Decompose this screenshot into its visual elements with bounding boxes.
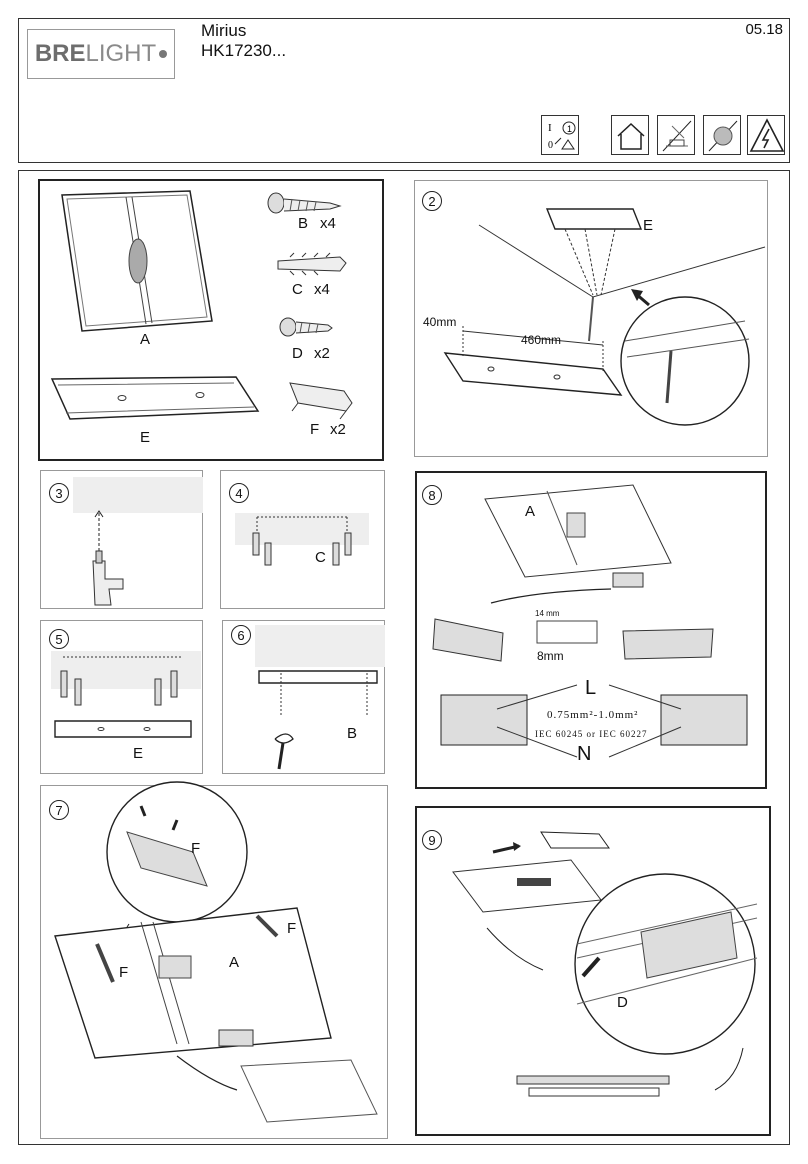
label-e: E [133, 745, 144, 762]
step-2-number: 2 [422, 191, 442, 211]
qty-f: x2 [330, 421, 346, 438]
step-8-number: 8 [422, 485, 442, 505]
step-6-number: 6 [231, 625, 251, 645]
label-f: F [191, 840, 201, 857]
indoor-use-icon [611, 115, 649, 155]
label-f: F [287, 920, 297, 937]
logo-light: LIGHT [85, 40, 157, 67]
live-wire-label: L [585, 677, 597, 699]
label-a: A [229, 954, 240, 971]
dimension-8mm: 8mm [537, 649, 564, 663]
label-a: A [140, 331, 151, 348]
product-code: HK17230... [201, 41, 287, 60]
step-2-panel: 2 E 40mm 460mm [414, 180, 768, 457]
qty-b: x4 [320, 215, 336, 232]
label-b: B [347, 725, 358, 742]
screw-d-illustration [279, 317, 333, 337]
svg-text:0: 0 [548, 140, 553, 151]
step-3-panel: 3 [40, 470, 203, 609]
panel-a-illustration [61, 190, 213, 332]
qty-d: x2 [314, 345, 330, 362]
document-date: 05.18 [745, 21, 783, 38]
neutral-wire-label: N [577, 743, 592, 765]
svg-text:I: I [548, 122, 552, 134]
svg-text:1: 1 [567, 124, 572, 134]
label-a: A [525, 503, 536, 520]
do-not-cover-icon [703, 115, 741, 155]
label-d: D [292, 345, 303, 362]
step-5-panel: 5 E [40, 620, 203, 774]
step-3-number: 3 [49, 483, 69, 503]
screw-b-illustration [267, 192, 342, 214]
step-8-panel: 8 A 14 mm 8mm L 0.75mm²-1.0mm² IEC 60245… [415, 471, 767, 789]
qty-c: x4 [314, 281, 330, 298]
not-for-insulated-ceiling-icon [657, 115, 695, 155]
step-7-number: 7 [49, 800, 69, 820]
label-f: F [310, 421, 320, 438]
dimension-460mm: 460mm [521, 333, 562, 347]
electric-shock-warning-icon [747, 115, 785, 155]
step-9-number: 9 [422, 830, 442, 850]
label-b: B [298, 215, 309, 232]
class-ii-icon: I 0 1 [541, 115, 579, 155]
product-name: Mirius [201, 21, 247, 40]
label-f: F [119, 964, 129, 981]
label-e: E [643, 217, 654, 234]
step-9-panel: 9 D [415, 806, 771, 1136]
label-e: E [140, 429, 151, 446]
wire-gauge-spec: 0.75mm²-1.0mm² [547, 709, 639, 721]
bracket-e-illustration [50, 376, 260, 420]
step-5-number: 5 [49, 629, 69, 649]
wire-standard-spec: IEC 60245 or IEC 60227 [535, 729, 648, 739]
clip-f-illustration [289, 382, 353, 420]
anchor-c-illustration [277, 252, 347, 276]
logo-bold: BRE [34, 40, 86, 67]
dimension-14mm: 14 mm [535, 609, 560, 618]
step-4-number: 4 [229, 483, 249, 503]
step-4-panel: 4 C [220, 470, 385, 609]
dimension-40mm: 40mm [423, 315, 457, 329]
step-6-panel: 6 B [222, 620, 385, 774]
instructions-frame [18, 170, 790, 1145]
label-c: C [315, 549, 326, 566]
label-d: D [617, 994, 628, 1011]
step-7-panel: 7 F F F A [40, 781, 388, 1139]
parts-panel: A B x4 C x4 D x2 E F x2 [38, 179, 384, 461]
label-c: C [292, 281, 303, 298]
logo-dot [159, 50, 168, 58]
